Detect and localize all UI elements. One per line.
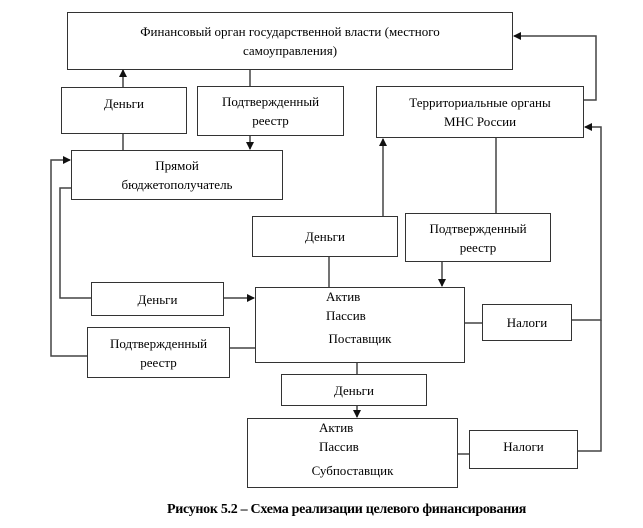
money-mid-box: Деньги <box>252 216 398 257</box>
direct-recipient-line1: Прямой <box>155 158 199 173</box>
finance-body-line1: Финансовый орган государственной власти … <box>140 24 440 39</box>
supplier-asset-label: Актив <box>326 289 361 304</box>
taxes-subsupplier-box: Налоги <box>469 430 578 469</box>
registry-top-line2: реестр <box>252 113 289 128</box>
registry-to-recipient-loop <box>50 156 87 357</box>
tax-authority-line1: Территориальные органы <box>409 95 551 110</box>
confirmed-registry-right-box: Подтвержденный реестр <box>405 213 551 262</box>
money-left-label: Деньги <box>137 291 178 307</box>
taxes-subsupplier-label: Налоги <box>503 439 544 454</box>
subsupplier-asset-label: Актив <box>319 420 354 435</box>
money-left-box: Деньги <box>91 282 224 316</box>
money-top-label: Деньги <box>104 96 144 111</box>
subsupplier-box: Субпоставщик <box>247 418 458 488</box>
taxes-supplier-box: Налоги <box>482 304 572 341</box>
taxes-supplier-label: Налоги <box>506 315 548 330</box>
registry-top-line1: Подтвержденный <box>221 94 320 109</box>
money-lower-label: Деньги <box>334 382 374 398</box>
supplier-box: Поставщик <box>255 287 465 363</box>
tax-authority-line2: МНС России <box>443 114 517 129</box>
recipient-to-money-loop <box>59 187 91 299</box>
taxes-to-tax-authority-arrow <box>572 123 602 321</box>
money-top-box: Деньги <box>61 87 187 134</box>
finance-body-line2: самоуправления) <box>242 43 338 58</box>
finance-body-box: Финансовый орган государственной власти … <box>67 12 513 70</box>
figure-caption: Рисунок 5.2 – Схема реализации целевого … <box>166 502 527 517</box>
subsupplier-liability-label: Пассив <box>319 439 359 454</box>
tax-authority-box: Территориальные органы МНС России <box>376 86 584 138</box>
registry-left-line1: Подтвержденный <box>109 335 208 351</box>
registry-left-line2: реестр <box>140 354 177 370</box>
supplier-label: Поставщик <box>328 330 392 346</box>
confirmed-registry-left-box: Подтвержденный реестр <box>87 327 230 378</box>
money-mid-label: Деньги <box>305 229 345 244</box>
registry-right-line2: реестр <box>459 239 497 255</box>
supplier-liability-label: Пассив <box>326 308 366 323</box>
direct-recipient-box: Прямой бюджетополучатель <box>71 150 283 200</box>
registry-right-line1: Подтвержденный <box>429 220 527 236</box>
direct-recipient-line2: бюджетополучатель <box>121 177 233 192</box>
subtaxes-line <box>577 320 602 452</box>
tax-authority-to-finance-arrow <box>513 32 597 101</box>
money-lower-box: Деньги <box>281 374 427 406</box>
subsupplier-label: Субпоставщик <box>311 462 394 478</box>
confirmed-registry-top-box: Подтвержденный реестр <box>197 86 344 136</box>
